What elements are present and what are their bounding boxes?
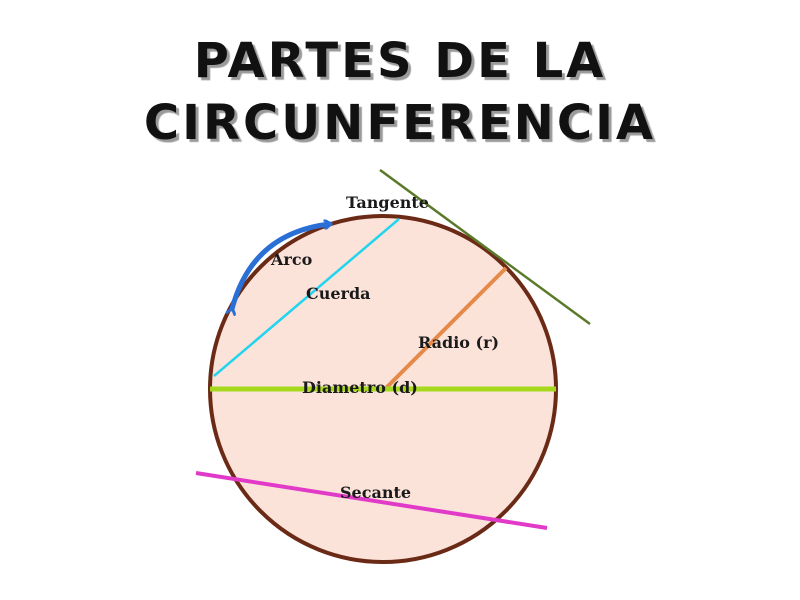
tangent-line — [379, 168, 591, 326]
page-title: PARTES DE LA CIRCUNFERENCIA — [0, 30, 800, 154]
diametro-label: Diametro (d) — [302, 378, 418, 397]
title-line-2: CIRCUNFERENCIA — [143, 95, 657, 151]
cuerda-label: Cuerda — [306, 284, 371, 303]
radio-label: Radio (r) — [418, 333, 499, 352]
arco-label: Arco — [270, 250, 313, 269]
tangente-label: Tangente — [346, 193, 429, 212]
radius-line — [384, 266, 508, 390]
secante-label: Secante — [340, 483, 411, 502]
arc-double-arrow — [232, 224, 333, 309]
secant-line — [195, 471, 548, 530]
title-line-1: PARTES DE LA — [193, 33, 607, 89]
